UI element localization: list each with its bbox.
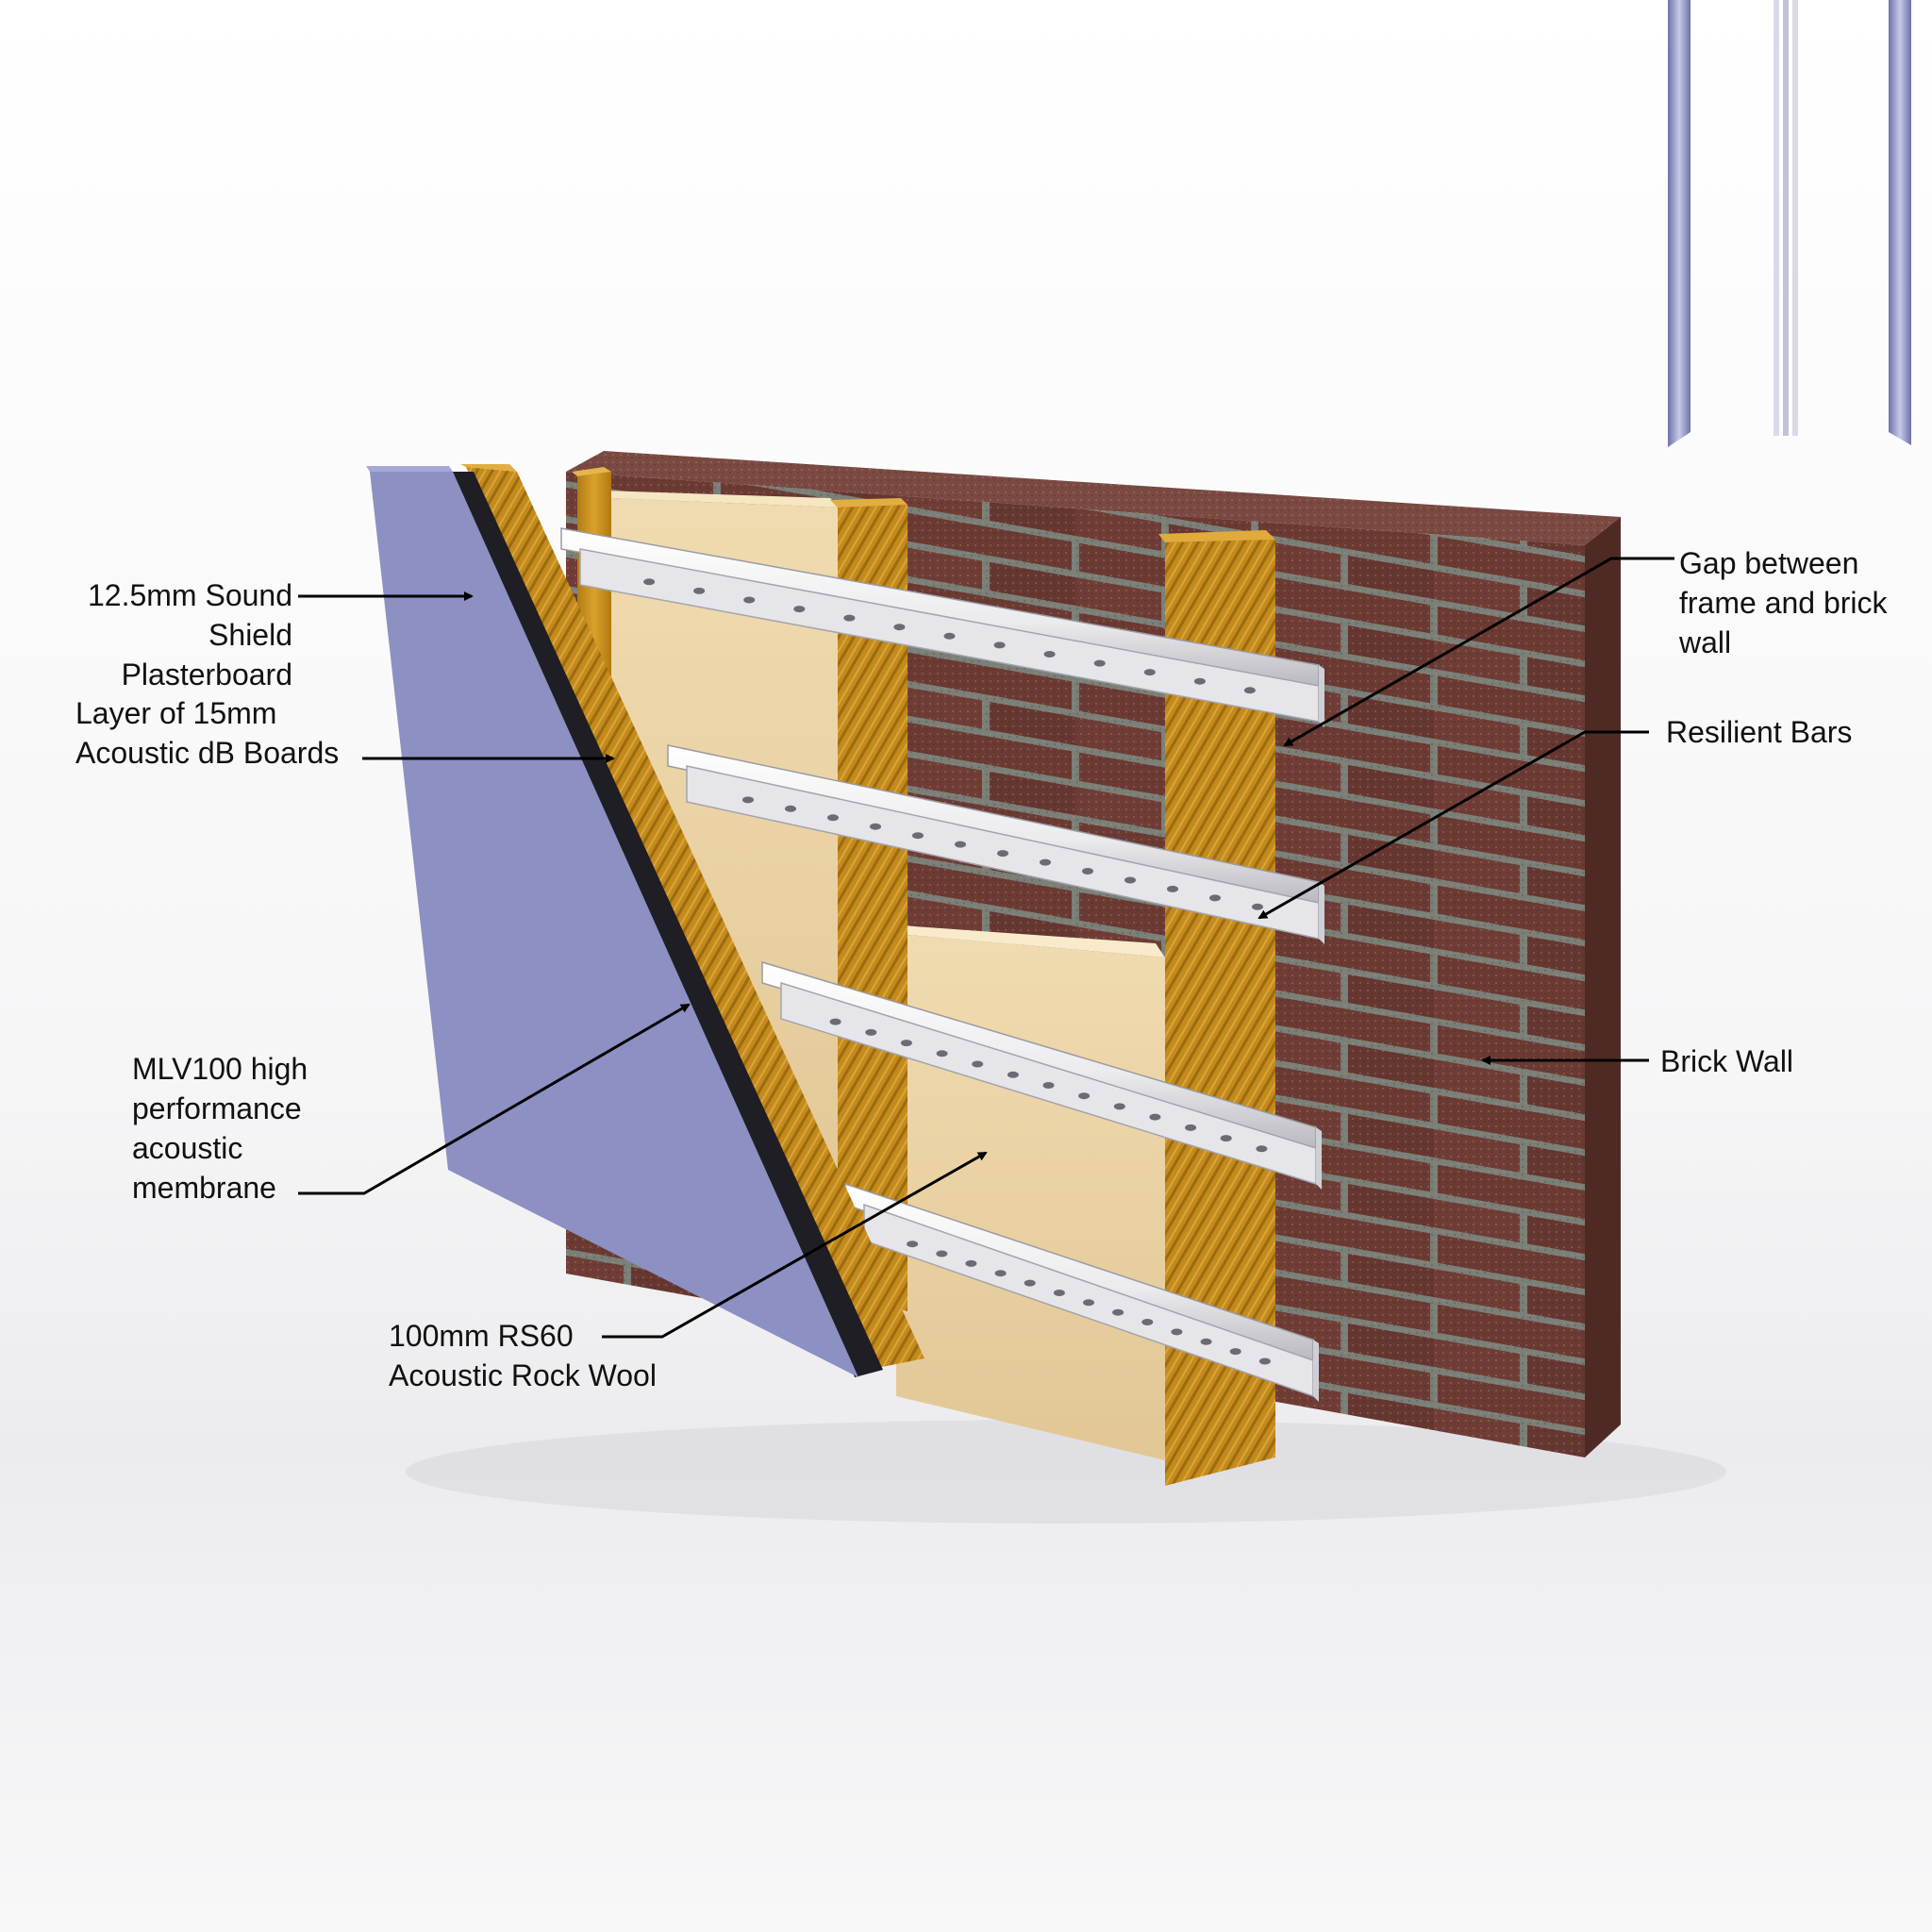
bar-slot: [1209, 894, 1221, 901]
bar-slot: [793, 606, 805, 612]
bar-slot: [1144, 669, 1156, 675]
bar-slot: [830, 1019, 841, 1025]
bar-slot: [1024, 1280, 1036, 1287]
bar-slot: [972, 1061, 983, 1068]
bar-slot: [1054, 1290, 1065, 1296]
bar-slot: [693, 588, 705, 594]
bar-slot: [944, 633, 956, 640]
bar-slot: [912, 832, 924, 839]
bar-slot: [1256, 1145, 1267, 1152]
bar-slot: [997, 850, 1008, 857]
bar-slot: [937, 1050, 948, 1057]
bar-slot: [1149, 1114, 1160, 1121]
bar-slot: [1044, 651, 1056, 658]
bar-slot: [1043, 1082, 1055, 1089]
label-membrane: MLV100 high performance acoustic membran…: [132, 1049, 308, 1208]
label-brick-wall: Brick Wall: [1660, 1041, 1793, 1081]
bar-slot: [1252, 904, 1263, 910]
bar-slot: [1112, 1309, 1124, 1316]
bar-slot: [843, 615, 855, 622]
bar-slot: [1094, 660, 1106, 667]
bar-slot: [870, 824, 881, 830]
label-resilient-bars: Resilient Bars: [1666, 712, 1852, 752]
bar-slot: [1124, 877, 1136, 884]
bar-slot: [1185, 1124, 1196, 1131]
bar-slot: [827, 814, 839, 821]
bar-slot: [1078, 1092, 1090, 1099]
bar-slot: [1244, 687, 1256, 693]
bar-slot: [1230, 1348, 1241, 1355]
bar-slot: [1008, 1072, 1019, 1078]
bar-slot: [1221, 1135, 1232, 1141]
bar-slot: [743, 597, 755, 604]
bar-slot: [893, 624, 905, 630]
label-rock-wool: 100mm RS60 Acoustic Rock Wool: [389, 1316, 657, 1395]
label-db-boards: Layer of 15mm Acoustic dB Boards: [75, 693, 339, 773]
bar-slot: [1194, 678, 1206, 685]
bar-slot: [1083, 1299, 1094, 1306]
bar-slot: [994, 641, 1006, 648]
bar-slot: [1114, 1103, 1125, 1109]
bar-slot: [1167, 886, 1178, 892]
bar-slot: [901, 1040, 912, 1046]
bar-slot: [965, 1260, 976, 1267]
label-gap: Gap between frame and brick wall: [1679, 543, 1888, 662]
bar-slot: [865, 1029, 876, 1036]
bar-slot: [1201, 1339, 1212, 1345]
bar-slot: [785, 806, 796, 812]
bar-slot: [1141, 1319, 1153, 1325]
bar-slot: [1082, 868, 1093, 874]
bar-slot: [643, 578, 655, 585]
bar-slot: [936, 1251, 947, 1257]
label-plasterboard: 12.5mm Sound Shield Plasterboard: [42, 575, 292, 694]
bar-slot: [1040, 859, 1051, 866]
bar-slot: [995, 1270, 1007, 1276]
bar-slot: [742, 796, 754, 803]
bar-slot: [955, 841, 966, 848]
bar-slot: [1259, 1358, 1271, 1365]
bar-slot: [907, 1241, 918, 1247]
bar-slot: [1171, 1328, 1182, 1335]
